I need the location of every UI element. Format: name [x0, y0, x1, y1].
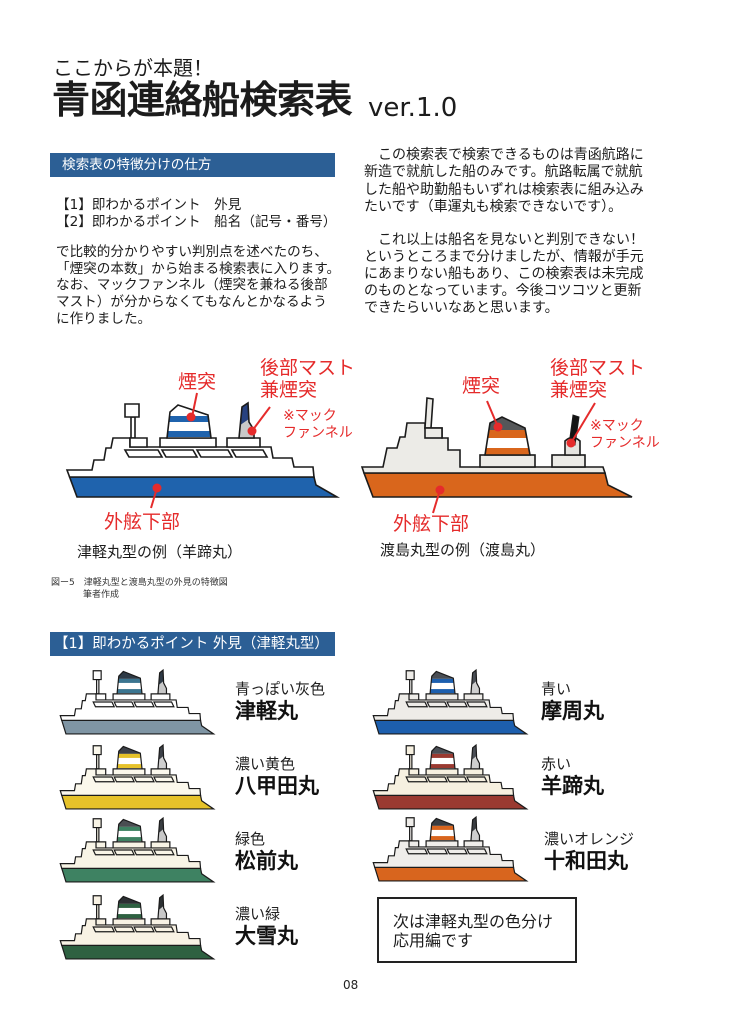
mack-label-line: 兼煙突 — [550, 379, 608, 401]
mack-note-line: ※マック — [283, 408, 337, 424]
section-heading-features: 検索表の特徴分けの仕方 — [50, 153, 335, 177]
paragraph-line: 新造で就航した船のみです。航路転属で就航 — [364, 164, 643, 181]
hull-color-label: 青っぽい灰色 — [235, 680, 326, 698]
ship-entry-matsumae-maru: 緑色 松前丸 — [235, 830, 298, 873]
mack-label-watarishima: 後部マスト 兼煙突 — [550, 357, 645, 401]
mack-label-line: 兼煙突 — [260, 379, 318, 401]
figure-caption-title: 図ー5 津軽丸型と渡島丸型の外見の特徴図 — [51, 578, 228, 588]
example-caption-watarishima: 渡島丸型の例（渡島丸） — [380, 541, 546, 559]
body-line: 「煙突の本数」から始まる検索表に入ります。 — [56, 260, 341, 277]
body-line: で比較的分かりやすい判別点を述べたのち、 — [56, 244, 328, 260]
hull-color-label: 濃いオレンジ — [544, 830, 635, 848]
paragraph-line: のものとなっています。今後コツコツと更新 — [364, 283, 642, 300]
ship-icon-towada-maru — [371, 815, 530, 883]
key-points-list: 【1】即わかるポイント 外見 【2】即わかるポイント 船名（記号・番号） — [56, 197, 337, 231]
paragraph-line: この検索表で検索できるものは青函航路に — [364, 147, 644, 163]
ship-entry-hakkoda-maru: 濃い黄色 八甲田丸 — [235, 755, 319, 798]
page-kicker: ここからが本題！ — [53, 56, 213, 80]
hull-color-label: 青い — [541, 680, 572, 698]
ship-icon-hakkoda-maru — [58, 743, 217, 811]
funnel-label-watarishima: 煙突 — [462, 375, 501, 397]
intro-paragraph-1: この検索表で検索できるものは青函航路に 新造で就航した船のみです。航路転属で就航… — [364, 147, 644, 217]
ship-icon-mashu-maru — [371, 668, 530, 736]
mack-label-line: 後部マスト — [550, 357, 646, 379]
hull-label-tsugaru: 外舷下部 — [104, 511, 181, 533]
mack-note-watarishima: ※マック ファンネル — [590, 418, 660, 452]
mack-label-tsugaru: 後部マスト 兼煙突 — [260, 357, 355, 401]
hull-color-label: 緑色 — [235, 830, 266, 848]
hull-label-watarishima: 外舷下部 — [393, 513, 470, 535]
ship-name: 八甲田丸 — [235, 774, 319, 798]
example-caption-tsugaru: 津軽丸型の例（羊蹄丸） — [77, 543, 243, 561]
intro-paragraph-2: これ以上は船名を見ないと判別できない！ というところまで分けましたが、情報が手元… — [364, 232, 644, 317]
ship-entry-yotei-maru: 赤い 羊蹄丸 — [541, 755, 604, 798]
hull-color-label: 赤い — [541, 755, 572, 773]
figure-caption: 図ー5 津軽丸型と渡島丸型の外見の特徴図 筆者作成 — [51, 577, 228, 601]
body-line: マスト）が分からなくてもなんとかなるよう — [56, 294, 327, 311]
ship-entry-mashu-maru: 青い 摩周丸 — [541, 680, 604, 723]
note-line: 次は津軽丸型の色分け — [393, 912, 554, 931]
paragraph-line: これ以上は船名を見ないと判別できない！ — [364, 232, 644, 248]
mack-note-line: ※マック — [590, 418, 644, 434]
paragraph-line: というところまで分けましたが、情報が手元 — [364, 249, 644, 266]
body-line: なお、マックファンネル（煙突を兼ねる後部 — [56, 277, 328, 294]
paragraph-line: した船や助勤船もいずれは検索表に組み込み — [364, 181, 644, 198]
page-number: 08 — [343, 978, 359, 992]
body-line: に作りました。 — [56, 310, 152, 327]
key-point-ship-name: 【2】即わかるポイント 船名（記号・番号） — [56, 214, 337, 230]
note-line: 応用編です — [393, 931, 474, 950]
mack-label-line: 後部マスト — [260, 357, 356, 379]
version-label: ver.1.0 — [368, 93, 458, 123]
ship-icon-yotei-maru — [371, 743, 530, 811]
ship-name: 津軽丸 — [235, 699, 298, 723]
key-point-appearance: 【1】即わかるポイント 外見 — [56, 197, 242, 213]
ship-entry-taisetsu-maru: 濃い緑 大雪丸 — [235, 905, 298, 948]
figure-caption-credit: 筆者作成 — [83, 590, 120, 600]
ship-name: 摩周丸 — [541, 699, 604, 723]
next-section-note: 次は津軽丸型の色分け 応用編です — [377, 897, 577, 963]
section-heading-appearance: 【1】即わかるポイント 外見（津軽丸型） — [50, 632, 335, 656]
ship-entry-tsugaru-maru: 青っぽい灰色 津軽丸 — [235, 680, 325, 723]
paragraph-line: できたらいいなあと思います。 — [364, 300, 559, 317]
ship-name: 松前丸 — [235, 849, 298, 873]
ship-icon-taisetsu-maru — [58, 893, 217, 961]
mack-note-line: ファンネル — [590, 435, 660, 451]
hull-color-label: 濃い緑 — [235, 905, 281, 923]
ship-name: 大雪丸 — [235, 924, 298, 948]
funnel-label-tsugaru: 煙突 — [178, 371, 217, 393]
paragraph-line: たいです（車運丸も検索できないです）。 — [364, 199, 623, 216]
mack-note-line: ファンネル — [283, 425, 353, 441]
ship-icon-matsumae-maru — [58, 816, 217, 884]
ship-name: 十和田丸 — [544, 849, 628, 873]
paragraph-line: にあまりない船もあり、この検索表は未完成 — [364, 266, 644, 283]
mack-note-tsugaru: ※マック ファンネル — [283, 408, 353, 442]
section1-body: で比較的分かりやすい判別点を述べたのち、 「煙突の本数」から始まる検索表に入りま… — [56, 244, 340, 328]
page-title: 青函連絡船検索表 — [52, 78, 353, 122]
ship-icon-tsugaru-maru — [58, 668, 217, 736]
ship-entry-towada-maru: 濃いオレンジ 十和田丸 — [544, 830, 634, 873]
ship-name: 羊蹄丸 — [541, 774, 604, 798]
hull-color-label: 濃い黄色 — [235, 755, 296, 773]
